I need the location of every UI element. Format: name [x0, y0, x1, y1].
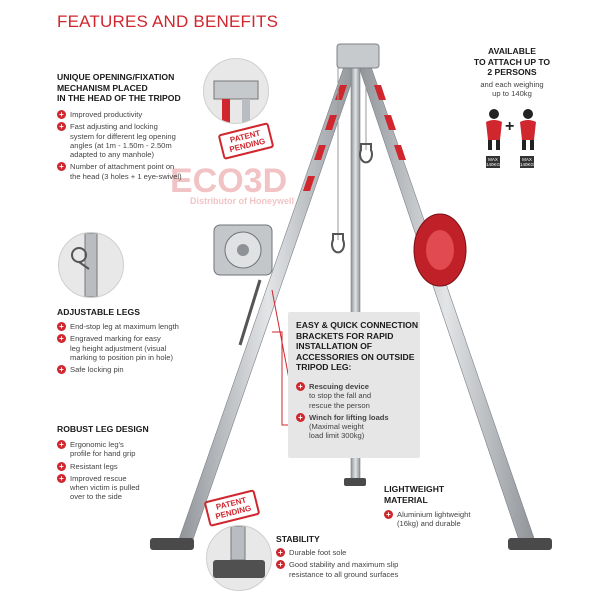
opening-list: +Improved productivity +Fast adjusting a…	[57, 110, 227, 184]
available-sub: and each weighing up to 140kg	[480, 80, 544, 99]
plus-icon: +	[276, 560, 285, 570]
rescue-device	[413, 213, 467, 287]
plus-icon: +	[57, 122, 66, 132]
list-item: +Improved rescue when victim is pulled o…	[57, 473, 187, 502]
foot-right	[508, 538, 552, 550]
stability-list: +Durable foot sole +Good stability and m…	[276, 548, 436, 582]
hook-icon	[359, 143, 373, 164]
red-stripes	[303, 85, 406, 191]
legs-list: +End-stop leg at maximum length +Engrave…	[57, 322, 227, 377]
available-heading: AVAILABLE TO ATTACH UP TO 2 PERSONS	[473, 46, 551, 77]
plus-icon: +	[57, 334, 66, 344]
robust-heading: ROBUST LEG DESIGN	[57, 424, 149, 434]
list-item: +Rescuing device to stop the fall and re…	[296, 382, 418, 410]
plus-icon: +	[296, 382, 305, 391]
plus-icon: +	[57, 322, 66, 331]
foot-left	[150, 538, 194, 550]
list-item: +Ergonomic leg's profile for hand grip	[57, 440, 187, 459]
max-weight-label-left: MAX 140KG	[486, 156, 501, 168]
list-item: +Improved productivity	[57, 110, 227, 119]
plus-icon: +	[57, 440, 66, 449]
brackets-heading: EASY & QUICK CONNECTION BRACKETS FOR RAP…	[296, 320, 419, 372]
winch	[213, 224, 273, 346]
plus-icon: +	[57, 162, 66, 172]
lightweight-heading: LIGHTWEIGHT MATERIAL	[384, 484, 445, 505]
plus-sign: +	[505, 118, 515, 135]
list-item: +Number of attachment point on the head …	[57, 162, 227, 181]
foot-detail-image	[206, 525, 272, 591]
list-item: +Good stability and maximum slip resista…	[276, 560, 436, 579]
legs-heading: ADJUSTABLE LEGS	[57, 307, 140, 317]
brackets-list: +Rescuing device to stop the fall and re…	[296, 382, 418, 444]
plus-icon: +	[57, 365, 66, 375]
leg-pin-detail-image	[58, 232, 124, 298]
head-detail-image	[203, 58, 269, 124]
lightweight-list: +Aluminium lightweight (16kg) and durabl…	[384, 510, 504, 532]
plus-icon: +	[57, 110, 66, 119]
hook-icon	[331, 233, 345, 254]
list-item: +Resistant legs	[57, 461, 187, 471]
list-item: +End-stop leg at maximum length	[57, 322, 227, 331]
robust-list: +Ergonomic leg's profile for hand grip +…	[57, 440, 187, 505]
plus-icon: +	[384, 510, 393, 519]
watermark-tagline: Distributor of Honeywell	[190, 196, 295, 206]
list-item: +Winch for lifting loads (Maximal weight…	[296, 412, 418, 441]
plus-icon: +	[57, 461, 66, 471]
two-persons-icon	[486, 109, 536, 150]
foot-center	[344, 478, 366, 486]
max-weight-label-right: MAX 140KG	[520, 156, 535, 168]
list-item: +Fast adjusting and locking system for d…	[57, 122, 227, 159]
list-item: +Safe locking pin	[57, 365, 227, 375]
plus-icon: +	[57, 473, 66, 483]
plus-icon: +	[296, 412, 305, 422]
list-item: +Durable foot sole	[276, 548, 436, 557]
list-item: +Engraved marking for easy leg height ad…	[57, 334, 227, 362]
list-item: +Aluminium lightweight (16kg) and durabl…	[384, 510, 504, 529]
page-title: FEATURES AND BENEFITS	[57, 12, 279, 31]
tripod-head	[336, 43, 380, 69]
stability-heading: STABILITY	[276, 534, 320, 544]
opening-heading: UNIQUE OPENING/FIXATION MECHANISM PLACED…	[57, 72, 181, 103]
watermark-brand: ECO3D	[170, 162, 288, 200]
plus-icon: +	[276, 548, 285, 557]
brackets-callout-box	[288, 312, 420, 458]
